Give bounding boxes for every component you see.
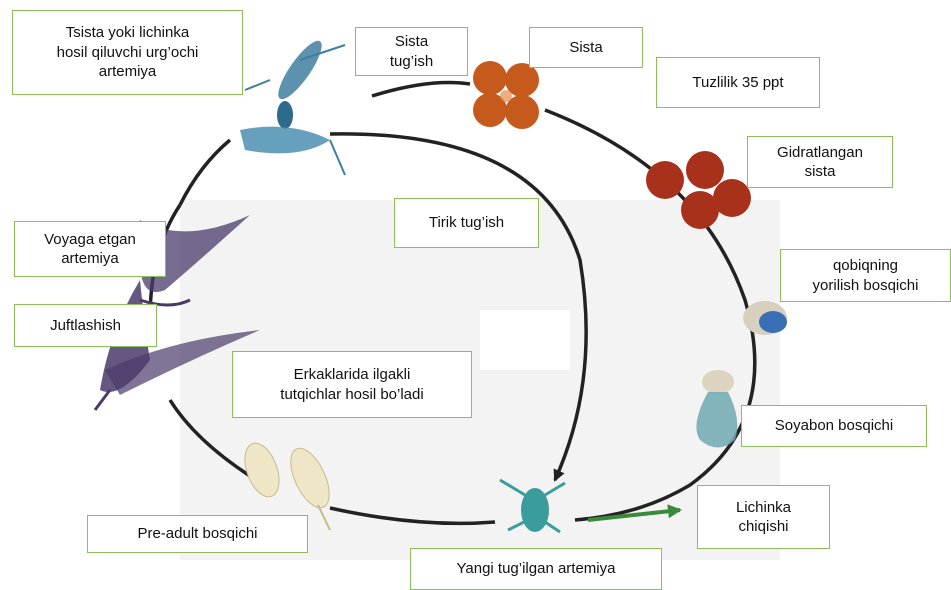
newborn-artemia-label: Yangi tug’ilgan artemiya bbox=[410, 548, 662, 590]
female-cyst-producing-label: Tsista yoki lichinka hosil qiluvchi urg’… bbox=[12, 10, 243, 95]
umbrella-stage-icon bbox=[696, 370, 737, 448]
mating-label: Juftlashish bbox=[14, 304, 157, 347]
breaking-cyst-icon bbox=[743, 301, 787, 335]
hydrated-cyst-label: Gidratlangan sista bbox=[747, 136, 893, 188]
cyst-label: Sista bbox=[529, 27, 643, 68]
cyst-release-label: Sista tug’ish bbox=[355, 27, 468, 76]
shell-break-label: qobiqning yorilish bosqichi bbox=[780, 249, 951, 302]
cycle-arc-top bbox=[372, 83, 470, 97]
umbrella-stage-label: Soyabon bosqichi bbox=[741, 405, 927, 447]
male-claspers-label: Erkaklarida ilgakli tutqichlar hosil bo’… bbox=[232, 351, 472, 418]
cycle-arc-left-top bbox=[180, 140, 230, 205]
live-birth-label: Tirik tug’ish bbox=[394, 198, 539, 248]
cycle-arc-bottom bbox=[330, 508, 495, 523]
live-birth-arrow bbox=[330, 134, 586, 480]
hydrated-cyst-icon bbox=[646, 151, 751, 229]
adult-artemia-label: Voyaga etgan artemiya bbox=[14, 221, 166, 277]
hatching-label: Lichinka chiqishi bbox=[697, 485, 830, 549]
salinity-label: Tuzlilik 35 ppt bbox=[656, 57, 820, 108]
cyst-cluster-icon bbox=[473, 61, 539, 129]
nauplius-icon bbox=[500, 480, 565, 532]
female-artemia-icon bbox=[240, 36, 345, 175]
pre-adult-label: Pre-adult bosqichi bbox=[87, 515, 308, 553]
